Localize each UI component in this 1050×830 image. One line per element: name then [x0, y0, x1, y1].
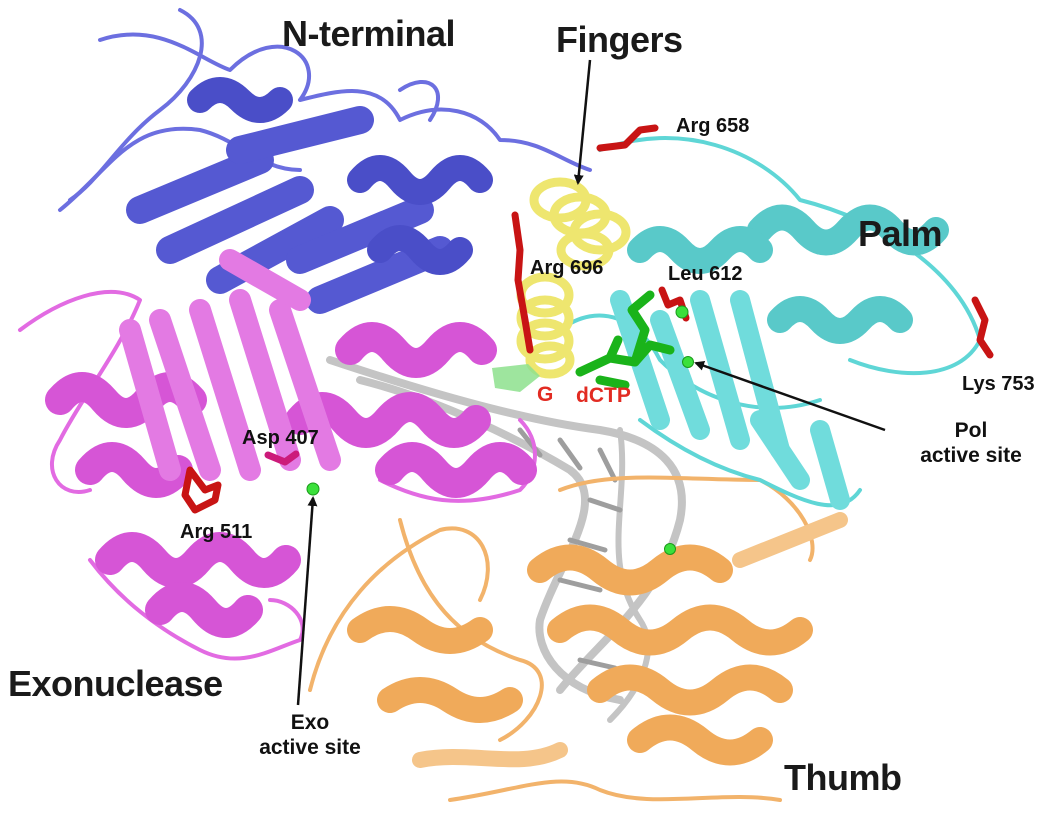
leu612-label: Leu 612: [668, 263, 743, 285]
pol-metal-ion-1: [675, 305, 689, 319]
exonuclease-label: Exonuclease: [8, 663, 223, 704]
asp407-stick: [264, 450, 300, 466]
exo-active-site-arrow: [296, 496, 318, 706]
palm-label: Palm: [858, 213, 943, 254]
dctp-label: dCTP: [576, 384, 631, 407]
exonuclease-domain: [18, 249, 537, 661]
pol-active-site-label: Pol active site: [908, 418, 1034, 468]
lys753-stick: [971, 296, 994, 359]
thumb-metal-ion: [664, 543, 676, 555]
lys753-label: Lys 753: [962, 373, 1035, 395]
annotation-arrows: [296, 59, 886, 706]
template-base-g: [492, 364, 540, 392]
pol-active-site-line1: Pol: [954, 419, 988, 442]
thumb-label: Thumb: [784, 757, 902, 798]
n-terminal-domain: [58, 8, 592, 314]
pol-active-site-line2: active site: [920, 444, 1022, 468]
fingers-label: Fingers: [556, 19, 683, 60]
exo-metal-ion: [306, 482, 320, 496]
exo-active-site-line1: Exo: [290, 711, 330, 734]
asp407-label: Asp 407: [242, 427, 319, 449]
arg511-stick: [181, 466, 222, 514]
fingers-arrow: [573, 59, 592, 185]
exo-active-site-label: Exo active site: [236, 710, 384, 760]
metal-ions: [306, 305, 694, 555]
arg658-stick: [596, 124, 659, 152]
palm-domain: [558, 136, 982, 510]
template-base-label: G: [537, 383, 554, 406]
thumb-domain: [308, 475, 848, 802]
n-terminal-label: N-terminal: [282, 13, 456, 54]
arg696-label: Arg 696: [530, 257, 604, 279]
arg511-label: Arg 511: [180, 521, 253, 543]
arg658-label: Arg 658: [676, 115, 750, 137]
fingers-domain: [516, 177, 631, 379]
pol-active-site-arrow: [694, 360, 886, 432]
arg696-stick: [511, 211, 534, 354]
exo-active-site-line2: active site: [259, 736, 361, 760]
pol-metal-ion-2: [682, 356, 694, 368]
dctp-molecule: [575, 290, 675, 390]
